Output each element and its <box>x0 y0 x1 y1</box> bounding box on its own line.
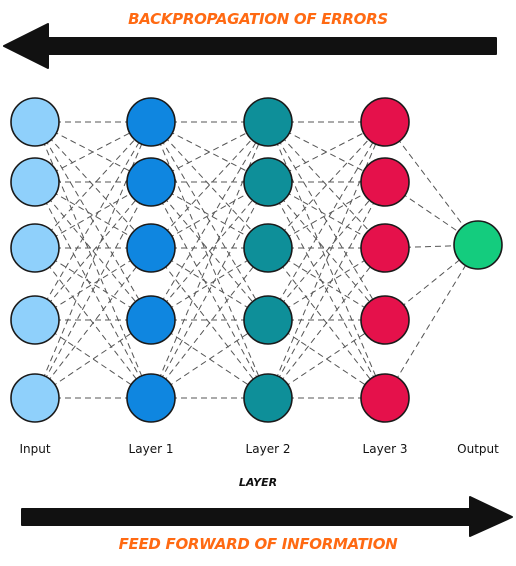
node-layer-1-2 <box>126 157 176 207</box>
node-group <box>10 97 503 423</box>
label-input: Input <box>19 442 51 456</box>
node-layer-3-5 <box>360 373 410 423</box>
label-layer-3: Layer 3 <box>362 442 408 456</box>
node-output-1 <box>453 220 503 270</box>
connection-line <box>267 121 386 249</box>
axis-title: LAYER <box>238 476 278 489</box>
backpropagation-title: BACKPROPAGATION OF ERRORS <box>128 10 388 28</box>
connection-line <box>150 121 269 321</box>
node-layer-2-1 <box>243 97 293 147</box>
connection-line <box>34 247 152 399</box>
node-layer-3-4 <box>360 295 410 345</box>
node-layer-1-3 <box>126 223 176 273</box>
connection-line <box>384 121 479 246</box>
node-input-5 <box>10 373 60 423</box>
connection-line <box>150 247 269 399</box>
node-layer-1-4 <box>126 295 176 345</box>
node-input-2 <box>10 157 60 207</box>
node-layer-1-1 <box>126 97 176 147</box>
node-input-3 <box>10 223 60 273</box>
feed-forward-arrow-icon <box>21 496 513 537</box>
label-output: Output <box>457 442 499 456</box>
connection-line <box>34 121 152 321</box>
label-layer-1: Layer 1 <box>128 442 174 456</box>
connection-line <box>267 121 386 321</box>
node-input-4 <box>10 295 60 345</box>
node-layer-1-5 <box>126 373 176 423</box>
feed-forward-title: FEED FORWARD OF INFORMATION <box>118 535 398 553</box>
connection-line <box>34 121 152 249</box>
node-layer-2-2 <box>243 157 293 207</box>
backpropagation-arrow-icon <box>3 23 497 69</box>
node-layer-3-1 <box>360 97 410 147</box>
node-layer-2-5 <box>243 373 293 423</box>
node-layer-2-3 <box>243 223 293 273</box>
node-layer-2-4 <box>243 295 293 345</box>
node-input-1 <box>10 97 60 147</box>
node-layer-3-2 <box>360 157 410 207</box>
connection-line <box>267 181 386 321</box>
connection-line <box>267 247 386 399</box>
node-layer-3-3 <box>360 223 410 273</box>
connection-line <box>150 121 269 249</box>
connection-line <box>34 181 152 399</box>
connection-line <box>150 181 269 399</box>
label-layer-2: Layer 2 <box>245 442 291 456</box>
connection-line <box>34 181 152 321</box>
connection-line <box>150 181 269 321</box>
connection-line <box>267 181 386 399</box>
